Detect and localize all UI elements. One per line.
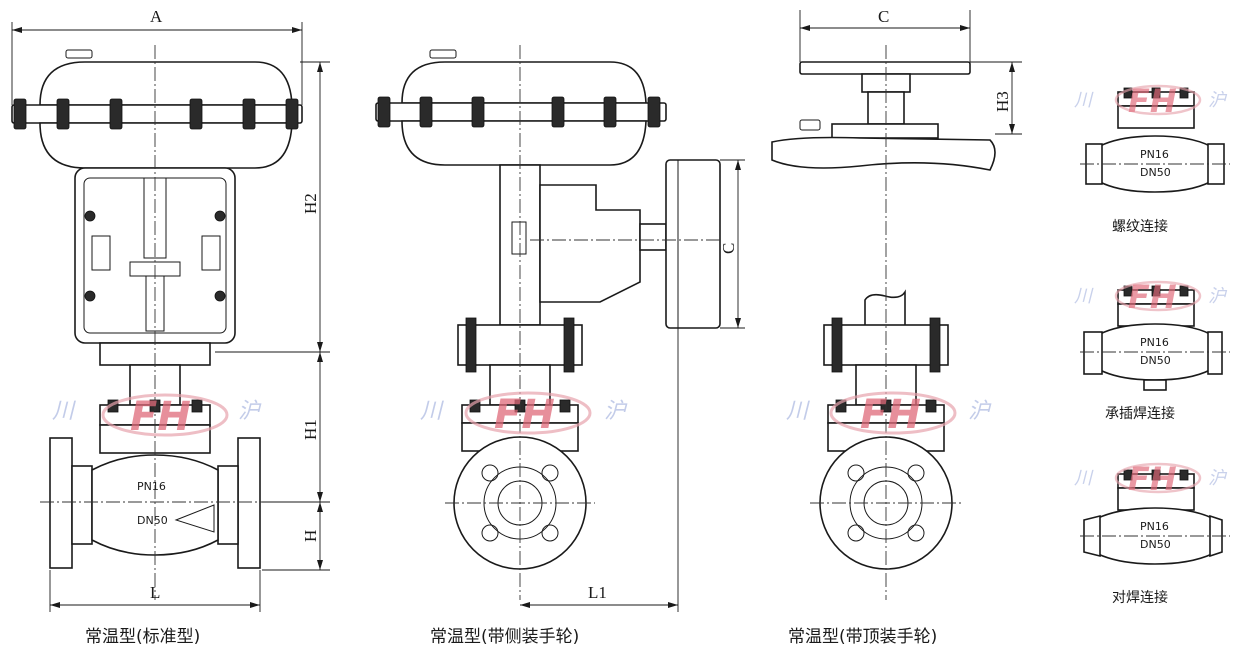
view-standard: A bbox=[11, 7, 330, 647]
svg-text:沪: 沪 bbox=[1208, 468, 1228, 489]
svg-text:DN50: DN50 bbox=[1140, 538, 1171, 551]
svg-text:FH: FH bbox=[130, 394, 191, 440]
svg-text:川: 川 bbox=[1074, 468, 1094, 489]
dim-h2-label: H2 bbox=[301, 193, 320, 214]
svg-text:FH: FH bbox=[1128, 278, 1177, 316]
svg-text:沪: 沪 bbox=[238, 399, 262, 424]
svg-text:沪: 沪 bbox=[968, 399, 992, 424]
caption-socket-weld: 承插焊连接 bbox=[1105, 405, 1175, 422]
watermark-top: FH 川 沪 bbox=[786, 391, 992, 438]
dim-l-label: L bbox=[150, 583, 160, 602]
dim-c-top-label: C bbox=[878, 7, 889, 26]
connection-threaded: PN16 DN50 FH 川 沪 螺纹连接 bbox=[1074, 82, 1230, 235]
svg-text:PN16: PN16 bbox=[1140, 148, 1169, 161]
dim-h3-label: H3 bbox=[993, 91, 1012, 112]
side-actuator-bolts bbox=[377, 96, 661, 128]
svg-text:DN50: DN50 bbox=[1140, 166, 1171, 179]
caption-butt-weld: 对焊连接 bbox=[1112, 589, 1168, 606]
caption-standard: 常温型(标准型) bbox=[85, 627, 200, 647]
svg-text:川: 川 bbox=[52, 399, 76, 424]
connection-butt-weld: PN16 DN50 FH 川 沪 对焊连接 bbox=[1074, 460, 1230, 606]
dim-c-side-label: C bbox=[719, 243, 738, 254]
svg-text:FH: FH bbox=[1128, 82, 1177, 120]
svg-text:川: 川 bbox=[1074, 90, 1094, 111]
svg-text:川: 川 bbox=[1074, 286, 1094, 307]
svg-text:DN50: DN50 bbox=[1140, 354, 1171, 367]
svg-text:PN16: PN16 bbox=[1140, 336, 1169, 349]
body-dn-mark: DN50 bbox=[137, 514, 168, 527]
svg-text:FH: FH bbox=[1128, 460, 1177, 498]
svg-text:沪: 沪 bbox=[1208, 90, 1228, 111]
view-top-handwheel: C H3 FH bbox=[771, 7, 1022, 647]
connection-socket-weld: PN16 DN50 FH 川 沪 承插焊连接 bbox=[1074, 278, 1230, 422]
svg-text:FH: FH bbox=[860, 392, 921, 438]
body-pn-mark: PN16 bbox=[137, 480, 166, 493]
svg-text:川: 川 bbox=[420, 399, 444, 424]
svg-text:沪: 沪 bbox=[1208, 286, 1228, 307]
caption-side-handwheel: 常温型(带侧装手轮) bbox=[430, 627, 579, 647]
svg-text:川: 川 bbox=[786, 399, 810, 424]
svg-text:PN16: PN16 bbox=[1140, 520, 1169, 533]
caption-threaded: 螺纹连接 bbox=[1112, 218, 1168, 235]
dim-a-label: A bbox=[150, 7, 163, 26]
dim-l1-label: L1 bbox=[588, 583, 607, 602]
dim-h-label: H bbox=[301, 530, 320, 542]
watermark-standard: FH 川 沪 bbox=[52, 393, 262, 440]
svg-text:FH: FH bbox=[494, 392, 555, 438]
caption-top-handwheel: 常温型(带顶装手轮) bbox=[788, 627, 937, 647]
view-side-handwheel: C L1 FH 川 沪 常温型(带侧装手轮) bbox=[375, 45, 745, 647]
svg-text:沪: 沪 bbox=[604, 399, 628, 424]
dim-h1-label: H1 bbox=[301, 419, 320, 440]
actuator-bolts bbox=[13, 98, 299, 130]
watermark-side: FH 川 沪 bbox=[420, 391, 628, 438]
